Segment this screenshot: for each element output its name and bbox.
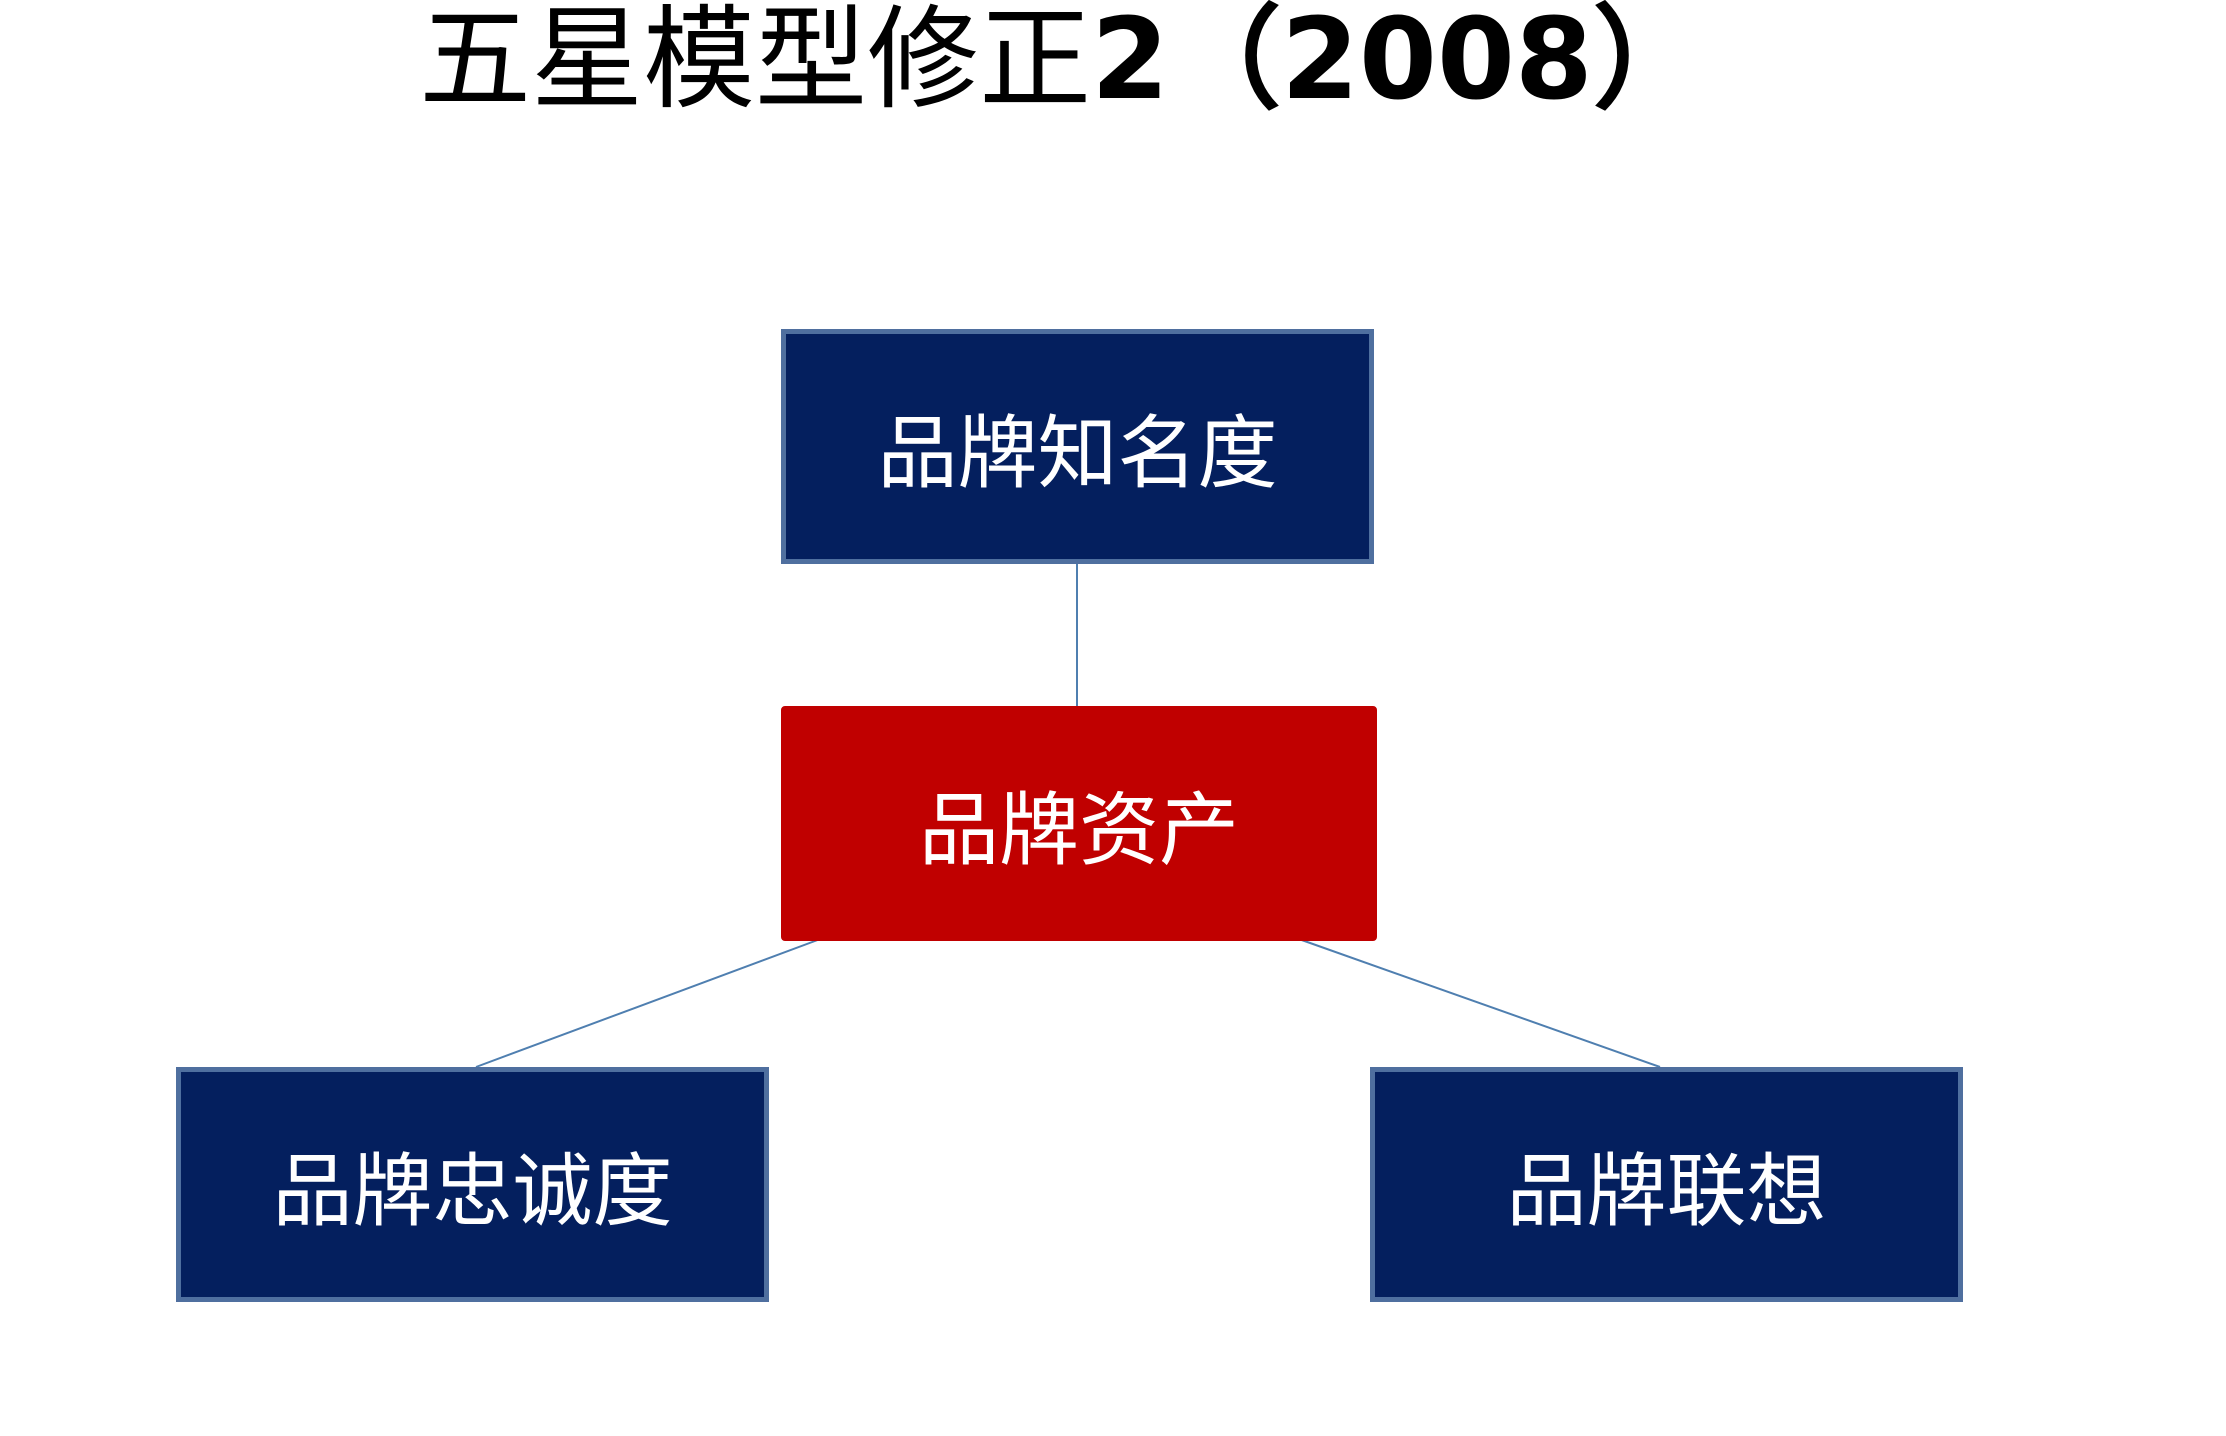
title-year: 2（2008） <box>1091 0 1705 125</box>
node-label: 品牌资产 <box>919 783 1239 877</box>
page-title: 五星模型修正2（2008） <box>0 0 2124 120</box>
node-label: 品牌联想 <box>1506 1144 1827 1238</box>
node-label: 品牌知名度 <box>877 406 1278 500</box>
node-brand-awareness: 品牌知名度 <box>781 329 1374 564</box>
node-label: 品牌忠诚度 <box>272 1144 673 1238</box>
node-brand-association: 品牌联想 <box>1370 1067 1963 1302</box>
connector-equity-association <box>1295 937 1661 1068</box>
node-brand-loyalty: 品牌忠诚度 <box>176 1067 769 1302</box>
connector-equity-loyalty <box>475 937 824 1068</box>
title-text: 五星模型修正 <box>419 0 1092 125</box>
node-brand-equity: 品牌资产 <box>781 706 1377 941</box>
